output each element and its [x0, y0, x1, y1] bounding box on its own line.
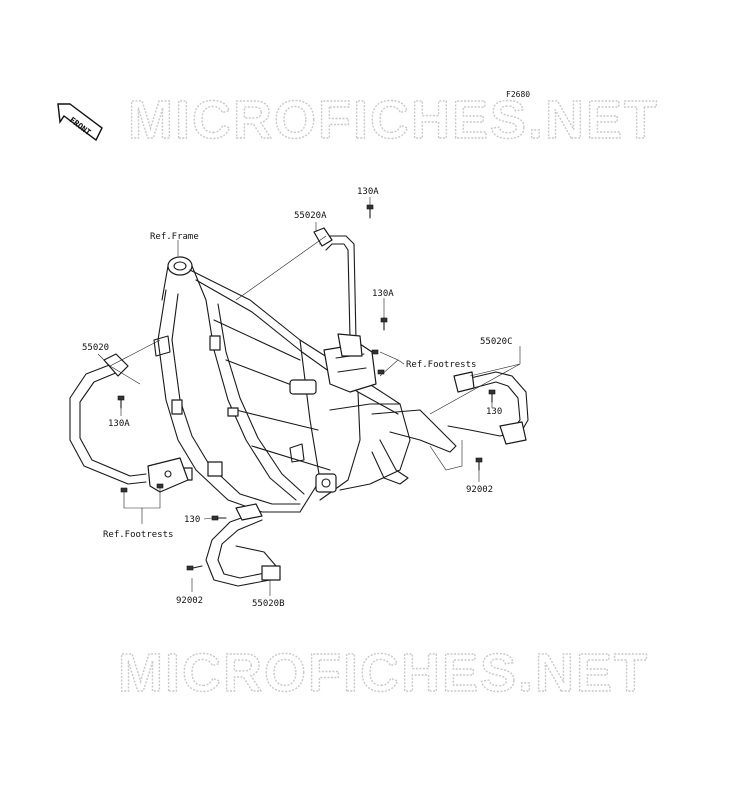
- bolt-130a-mid: [380, 317, 388, 331]
- watermark-bottom: MICROFICHES.NET: [118, 643, 649, 703]
- front-arrow-icon: FRONT: [57, 103, 103, 142]
- guard-55020c: [447, 371, 529, 445]
- label-ref-footrests-right: Ref.Footrests: [406, 360, 476, 370]
- bolt-130a-top: [366, 204, 374, 219]
- label-92002-left: 92002: [176, 596, 203, 606]
- guard-55020a: [313, 227, 363, 357]
- guard-55020b: [205, 503, 281, 587]
- label-55020b: 55020B: [252, 599, 285, 609]
- frame: [153, 256, 457, 513]
- bolt-92002-right: [475, 457, 483, 471]
- label-92002-right: 92002: [466, 485, 493, 495]
- label-130a-mid: 130A: [372, 289, 394, 299]
- label-ref-frame: Ref.Frame: [150, 232, 199, 242]
- label-130-right: 130: [486, 407, 502, 417]
- label-130a-top: 130A: [357, 187, 379, 197]
- bolt-130a-left: [117, 395, 125, 409]
- label-55020c: 55020C: [480, 337, 513, 347]
- guard-55020: [69, 353, 189, 493]
- figure-code: F2680: [506, 90, 530, 99]
- bolt-130-right: [488, 389, 496, 403]
- label-55020a: 55020A: [294, 211, 327, 221]
- label-130-bottom: 130: [184, 515, 200, 525]
- label-55020: 55020: [82, 343, 109, 353]
- watermark-top: MICROFICHES.NET: [128, 90, 659, 150]
- leader-lines: [97, 197, 521, 596]
- label-130a-left: 130A: [108, 419, 130, 429]
- bolt-92002-left: [186, 565, 203, 571]
- bolt-130-bottom: [211, 515, 227, 521]
- bolts-footrest-right: [371, 349, 385, 375]
- label-ref-footrests-left: Ref.Footrests: [103, 530, 173, 540]
